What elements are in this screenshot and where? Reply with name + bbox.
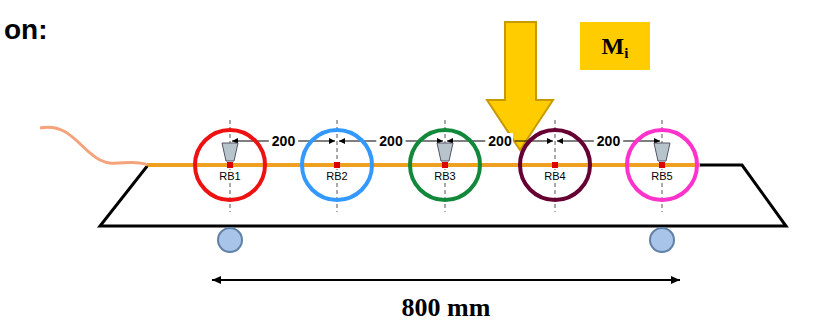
gauge-circle: RB2 bbox=[300, 128, 374, 202]
dimension-arrow bbox=[298, 140, 335, 141]
circle-outline bbox=[193, 128, 267, 202]
dimension-arrow bbox=[339, 140, 376, 141]
gauge-circle: RB5 bbox=[625, 128, 699, 202]
circle-outline bbox=[518, 128, 592, 202]
cable bbox=[40, 127, 148, 165]
circle-outline bbox=[300, 128, 374, 202]
dimension-line bbox=[212, 279, 680, 281]
dimension-arrow bbox=[557, 140, 594, 141]
support bbox=[218, 228, 242, 252]
gauge-label: RB1 bbox=[218, 170, 241, 182]
heading-fragment: on: bbox=[4, 14, 48, 46]
dimension-arrow bbox=[406, 140, 443, 141]
dimension-value: 200 bbox=[271, 133, 296, 149]
circle-outline bbox=[625, 128, 699, 202]
moment-subscript: i bbox=[624, 45, 628, 62]
gauge-label: RB4 bbox=[543, 170, 566, 182]
moment-label-box: Mi bbox=[580, 22, 650, 70]
dimension-arrow bbox=[623, 140, 660, 141]
dimension-arrow bbox=[515, 140, 553, 141]
support bbox=[650, 228, 674, 252]
gauge-circle: RB4 bbox=[518, 128, 592, 202]
gauge-label: RB2 bbox=[325, 170, 348, 182]
span-dimension: 800 mm bbox=[402, 293, 491, 323]
centre-lines bbox=[230, 120, 662, 212]
dimension-value: 200 bbox=[378, 133, 403, 149]
label-box-bg bbox=[580, 22, 650, 70]
gauge-circle: RB3 bbox=[408, 128, 482, 202]
gauge-label: RB3 bbox=[433, 170, 456, 182]
circle-outline bbox=[408, 128, 482, 202]
dimension-arrow bbox=[232, 140, 269, 141]
dimension-arrow bbox=[447, 140, 485, 141]
plate bbox=[100, 165, 786, 226]
dimension-value: 200 bbox=[596, 133, 621, 149]
moment-symbol: M bbox=[602, 33, 625, 60]
strip bbox=[148, 163, 700, 167]
gauge-circle: RB1 bbox=[193, 128, 267, 202]
dimension-value: 200 bbox=[487, 133, 512, 149]
gauge-label: RB5 bbox=[650, 170, 673, 182]
